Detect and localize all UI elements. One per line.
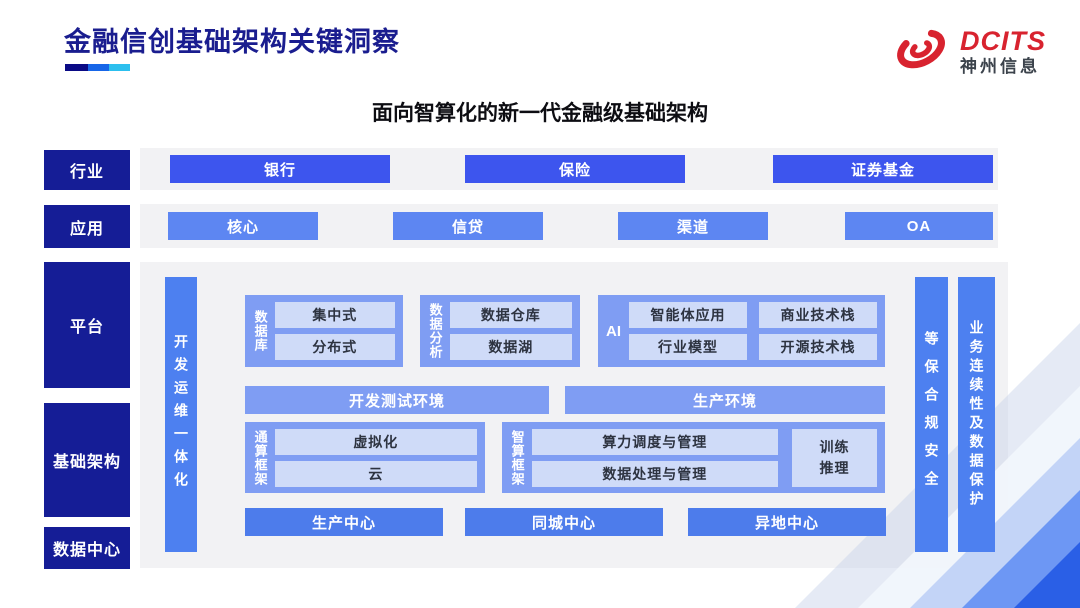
rail-label-platform: 平台 [44, 262, 130, 388]
industry-item-bank: 银行 [170, 155, 390, 183]
security-compliance-bar: 等保合规安全 [923, 330, 940, 499]
intelligent-item-compute-scheduling: 算力调度与管理 [531, 428, 778, 455]
title-underline [65, 64, 130, 71]
logo-brand-text: DCITS [960, 26, 1046, 57]
logo-company-text: 神州信息 [960, 56, 1040, 76]
ai-group-label: AI [606, 322, 621, 340]
industry-item-securities: 证券基金 [773, 155, 993, 183]
analytics-item-lake: 数据湖 [449, 334, 572, 360]
application-item-channel: 渠道 [618, 212, 768, 240]
analytics-item-warehouse: 数据仓库 [449, 302, 572, 328]
devops-bar: 开发运维一体化 [173, 334, 189, 495]
center-production: 生产中心 [245, 508, 443, 536]
diagram-title: 面向智算化的新一代金融级基础架构 [372, 102, 708, 125]
database-group-label: 数据库 [252, 310, 268, 352]
ai-item-opensource-stack: 开源技术栈 [759, 334, 877, 360]
rail-label-industry: 行业 [44, 150, 130, 190]
intelligent-compute-group: 智算框架 算力调度与管理 数据处理与管理 训练 推理 [502, 422, 885, 493]
analytics-group-label: 数据分析 [427, 303, 443, 359]
database-item-distributed: 分布式 [274, 334, 395, 360]
rail-label-infrastructure: 基础架构 [44, 403, 130, 517]
ai-group: AI 智能体应用 商业技术栈 行业模型 开源技术栈 [598, 295, 885, 367]
general-item-cloud: 云 [274, 460, 477, 487]
devtest-environment-bar: 开发测试环境 [245, 386, 549, 414]
database-group: 数据库 集中式 分布式 [245, 295, 403, 367]
analytics-group: 数据分析 数据仓库 数据湖 [420, 295, 580, 367]
dcits-logo: DCITS 神州信息 [890, 20, 1046, 83]
industry-item-insurance: 保险 [465, 155, 685, 183]
center-remote: 异地中心 [688, 508, 886, 536]
general-compute-group: 通算框架 虚拟化 云 [245, 422, 485, 493]
ai-item-agent-apps: 智能体应用 [629, 302, 747, 328]
ai-item-commercial-stack: 商业技术栈 [759, 302, 877, 328]
production-environment-bar: 生产环境 [565, 386, 885, 414]
center-samecity: 同城中心 [465, 508, 663, 536]
intelligent-item-training-inference: 训练 推理 [792, 428, 877, 487]
application-item-core: 核心 [168, 212, 318, 240]
application-item-credit: 信贷 [393, 212, 543, 240]
dcits-logo-swirl-icon [890, 20, 952, 83]
intelligent-compute-label: 智算框架 [509, 429, 525, 486]
general-compute-label: 通算框架 [252, 429, 268, 486]
intelligent-item-data-management: 数据处理与管理 [531, 460, 778, 487]
general-item-virtualization: 虚拟化 [274, 428, 477, 455]
business-continuity-bar: 业务连续性及数据保护 [968, 319, 985, 510]
rail-label-datacenter: 数据中心 [44, 527, 130, 569]
application-item-oa: OA [845, 212, 993, 240]
database-item-centralized: 集中式 [274, 302, 395, 328]
page-title: 金融信创基础架构关键洞察 [64, 27, 400, 57]
rail-label-application: 应用 [44, 205, 130, 248]
ai-item-industry-models: 行业模型 [629, 334, 747, 360]
